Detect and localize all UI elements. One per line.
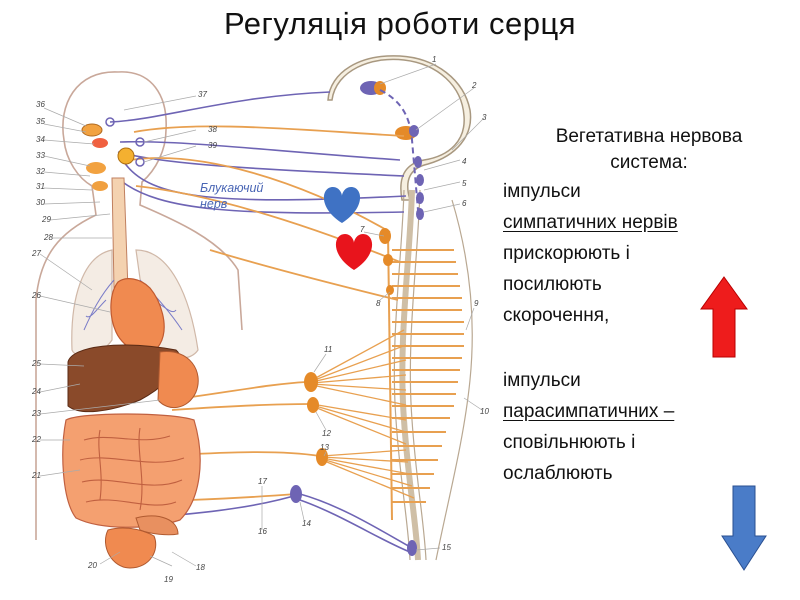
label-26: 26 <box>31 291 41 300</box>
text-line-3: прискорюють і <box>503 243 630 264</box>
label-37: 37 <box>198 90 207 99</box>
label-15: 15 <box>442 543 451 552</box>
label-21: 21 <box>31 471 41 480</box>
label-7: 7 <box>360 225 365 234</box>
heart-organ <box>110 278 165 354</box>
head-organs <box>81 117 145 191</box>
label-19: 19 <box>164 575 173 584</box>
label-32: 32 <box>36 167 45 176</box>
heading-line-2: система: <box>610 152 688 173</box>
text-line-8: сповільнюють і <box>503 432 636 453</box>
blue-down-arrow-icon <box>721 485 767 571</box>
label-14: 14 <box>302 519 311 528</box>
label-24: 24 <box>31 387 41 396</box>
stomach <box>157 351 199 408</box>
ganglia <box>304 228 394 466</box>
label-25: 25 <box>31 359 41 368</box>
label-28: 28 <box>43 233 53 242</box>
bladder <box>105 527 157 569</box>
label-9: 9 <box>474 299 479 308</box>
label-34: 34 <box>36 135 45 144</box>
text-line-1: імпульси <box>503 181 581 202</box>
label-36: 36 <box>36 100 45 109</box>
label-38: 38 <box>208 125 217 134</box>
text-line-4: посилюють <box>503 274 602 295</box>
label-20: 20 <box>87 561 97 570</box>
nervous-system-diagram: Блукаючий нерв 36 35 34 33 32 31 30 29 2… <box>31 55 489 584</box>
label-22: 22 <box>31 435 41 444</box>
label-35: 35 <box>36 117 45 126</box>
text-line-6: імпульси <box>503 370 581 391</box>
label-18: 18 <box>196 563 205 572</box>
label-11: 11 <box>324 345 332 354</box>
text-line-9: ослаблюють <box>503 463 613 484</box>
label-3: 3 <box>482 113 487 122</box>
label-30: 30 <box>36 198 45 207</box>
text-line-5: скорочення, <box>503 305 610 326</box>
left-number-labels: 36 35 34 33 32 31 30 29 28 27 26 25 24 2… <box>31 100 97 570</box>
left-lung <box>71 249 113 357</box>
red-up-arrow-icon <box>700 276 748 358</box>
text-line-7: парасимпатичних – <box>503 401 675 422</box>
blue-heart-icon <box>323 187 361 223</box>
red-heart-icon <box>335 234 373 270</box>
label-39: 39 <box>208 141 217 150</box>
label-17: 17 <box>258 477 267 486</box>
label-23: 23 <box>31 409 41 418</box>
vagus-label-line-1: Блукаючий <box>200 181 263 195</box>
label-8: 8 <box>376 299 381 308</box>
right-number-labels: 1 2 3 4 5 6 7 8 9 10 11 12 13 14 15 <box>299 55 489 552</box>
label-2: 2 <box>471 81 477 90</box>
label-12: 12 <box>322 429 331 438</box>
label-1: 1 <box>432 55 436 64</box>
label-6: 6 <box>462 199 467 208</box>
heading-line-1: Вегетативна нервова <box>555 126 743 147</box>
label-13: 13 <box>320 443 329 452</box>
label-10: 10 <box>480 407 489 416</box>
label-27: 27 <box>31 249 41 258</box>
sympathetic-trunk <box>387 231 464 521</box>
body-outline <box>35 71 243 540</box>
label-4: 4 <box>462 157 467 166</box>
page-title: Регуляція роботи серця <box>223 6 577 41</box>
text-line-2: симпатичних нервів <box>503 212 678 233</box>
label-16: 16 <box>258 527 267 536</box>
label-33: 33 <box>36 151 45 160</box>
intestines <box>62 413 201 528</box>
label-29: 29 <box>41 215 51 224</box>
label-31: 31 <box>36 182 45 191</box>
trachea <box>111 177 129 291</box>
explanation-text: Вегетативна нервова система: імпульси си… <box>503 124 795 489</box>
label-5: 5 <box>462 179 467 188</box>
vagus-label-line-2: нерв <box>200 197 228 211</box>
parasympathetic-nerves <box>109 91 413 553</box>
